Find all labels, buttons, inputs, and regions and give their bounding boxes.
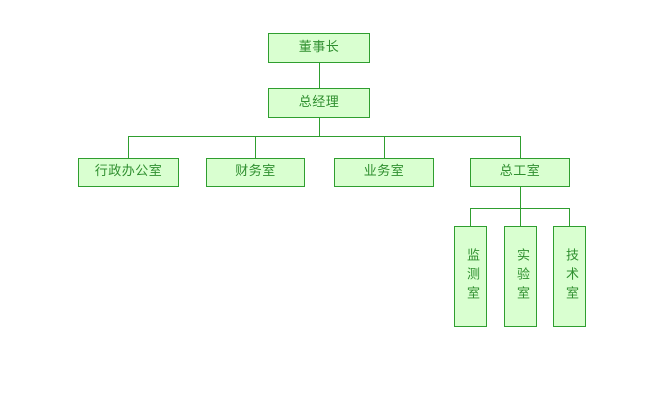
node-general-manager-label: 总经理 <box>298 94 340 110</box>
node-chief-engineer-office-label: 总工室 <box>499 164 541 180</box>
node-monitoring-room[interactable]: 监测室 <box>454 226 487 327</box>
node-technical-room[interactable]: 技术室 <box>553 226 586 327</box>
connector-level3-bus <box>128 136 521 137</box>
connector-drop-business-office <box>384 136 385 158</box>
node-chairman[interactable]: 董事长 <box>268 33 370 63</box>
node-technical-room-label: 技术室 <box>562 248 578 305</box>
connector-drop-chief-engineer-office <box>520 136 521 158</box>
connector-chief-engineer-stem <box>520 187 521 208</box>
node-business-office[interactable]: 业务室 <box>334 158 434 187</box>
connector-chairman-to-gm <box>319 63 320 88</box>
node-business-office-label: 业务室 <box>363 164 405 180</box>
connector-drop-finance-office <box>255 136 256 158</box>
node-laboratory-room[interactable]: 实验室 <box>504 226 537 327</box>
connector-gm-stem <box>319 118 320 136</box>
node-general-manager[interactable]: 总经理 <box>268 88 370 118</box>
connector-drop-monitoring-room <box>470 208 471 226</box>
node-monitoring-room-label: 监测室 <box>463 248 479 305</box>
node-admin-office-label: 行政办公室 <box>94 164 163 180</box>
node-finance-office-label: 财务室 <box>235 164 276 180</box>
connector-drop-technical-room <box>569 208 570 226</box>
node-admin-office[interactable]: 行政办公室 <box>78 158 179 187</box>
node-laboratory-room-label: 实验室 <box>513 248 529 305</box>
node-chief-engineer-office[interactable]: 总工室 <box>470 158 570 187</box>
node-finance-office[interactable]: 财务室 <box>206 158 305 187</box>
connector-drop-laboratory-room <box>520 208 521 226</box>
node-chairman-label: 董事长 <box>298 39 340 55</box>
connector-drop-admin-office <box>128 136 129 158</box>
